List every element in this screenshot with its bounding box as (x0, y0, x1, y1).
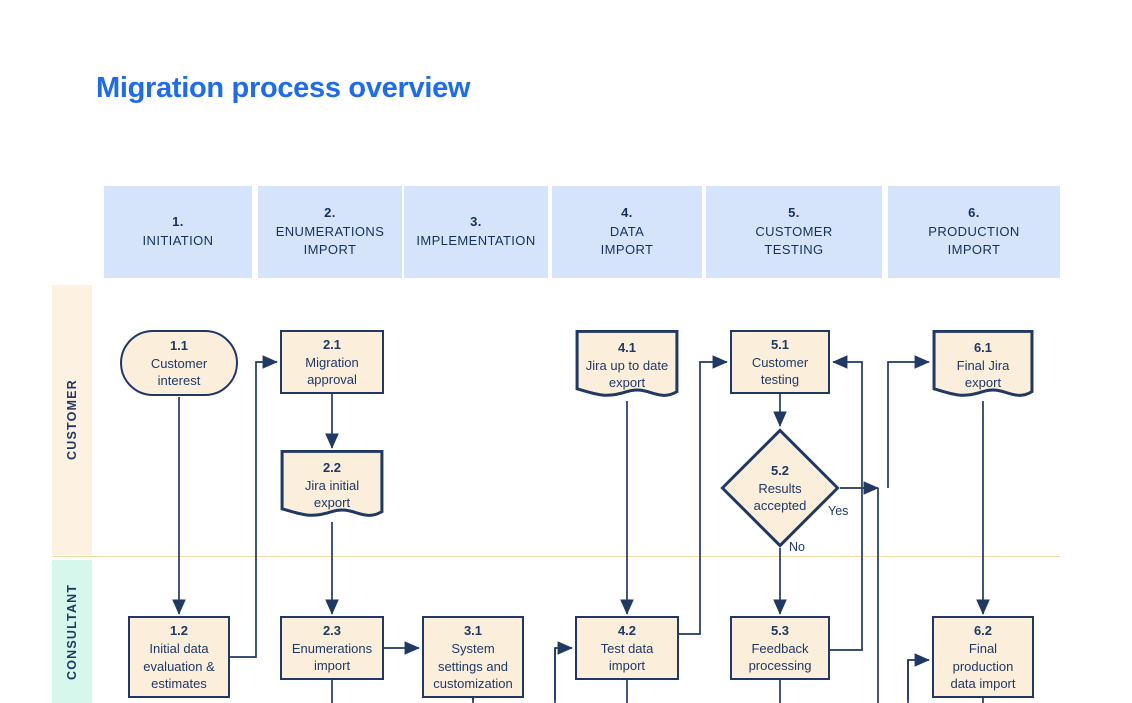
node-label: Customer interest (150, 355, 208, 389)
node-label: Initial data evaluation & estimates (143, 641, 215, 691)
phase-name: PRODUCTION IMPORT (928, 223, 1020, 258)
node-label: Enumerations import (291, 640, 373, 674)
phase-header-1[interactable]: 1. INITIATION (104, 186, 252, 278)
phase-number: 6. (968, 204, 980, 220)
node-label: System settings and customization (433, 641, 513, 691)
phase-header-5[interactable]: 5. CUSTOMER TESTING (706, 186, 882, 278)
node-label: Customer testing (751, 354, 809, 388)
phase-header-6[interactable]: 6. PRODUCTION IMPORT (888, 186, 1060, 278)
node-label: Jira up to date export (585, 357, 669, 391)
swimlane-customer-background (52, 285, 92, 555)
node-label: Final production data import (950, 641, 1016, 691)
node-number: 3.1 (463, 623, 483, 639)
phase-name: INITIATION (142, 233, 214, 248)
node-number: 5.1 (770, 336, 790, 352)
node-number: 2.3 (322, 622, 342, 638)
edge-label-no: No (789, 540, 805, 554)
swimlane-consultant-background (52, 560, 92, 703)
node-label: Migration approval (305, 354, 359, 388)
node-label: Results accepted (753, 480, 807, 514)
node-label: Jira initial export (304, 477, 360, 511)
phase-number: 4. (621, 204, 633, 220)
node-number: 1.1 (169, 337, 189, 353)
phase-number: 1. (172, 214, 184, 230)
node-number: 4.1 (617, 339, 637, 355)
node-number: 6.1 (973, 339, 993, 355)
node-number: 2.1 (322, 336, 342, 352)
node-number: 2.2 (322, 459, 342, 475)
phase-number: 5. (788, 204, 800, 220)
swimlane-divider (52, 556, 1060, 557)
node-label: Final Jira export (956, 357, 1010, 391)
node-number: 6.2 (973, 623, 993, 639)
phase-header-3[interactable]: 3. IMPLEMENTATION (404, 186, 548, 278)
phase-name: DATA IMPORT (600, 223, 654, 258)
phase-header-2[interactable]: 2. ENUMERATIONS IMPORT (258, 186, 402, 278)
phase-name: ENUMERATIONS IMPORT (275, 223, 385, 258)
node-number: 5.3 (770, 622, 790, 638)
node-number: 4.2 (617, 622, 637, 638)
phase-name: IMPLEMENTATION (416, 233, 536, 248)
phase-header-4[interactable]: 4. DATA IMPORT (552, 186, 702, 278)
phase-name: CUSTOMER TESTING (755, 223, 833, 258)
node-label: Test data import (600, 640, 654, 674)
page-title: Migration process overview (96, 72, 471, 104)
node-label: Feedback processing (748, 640, 812, 674)
phase-number: 2. (324, 204, 336, 220)
edge-label-yes: Yes (828, 504, 849, 518)
node-number: 1.2 (169, 623, 189, 639)
phase-number: 3. (470, 214, 482, 230)
node-number: 5.2 (770, 462, 790, 478)
